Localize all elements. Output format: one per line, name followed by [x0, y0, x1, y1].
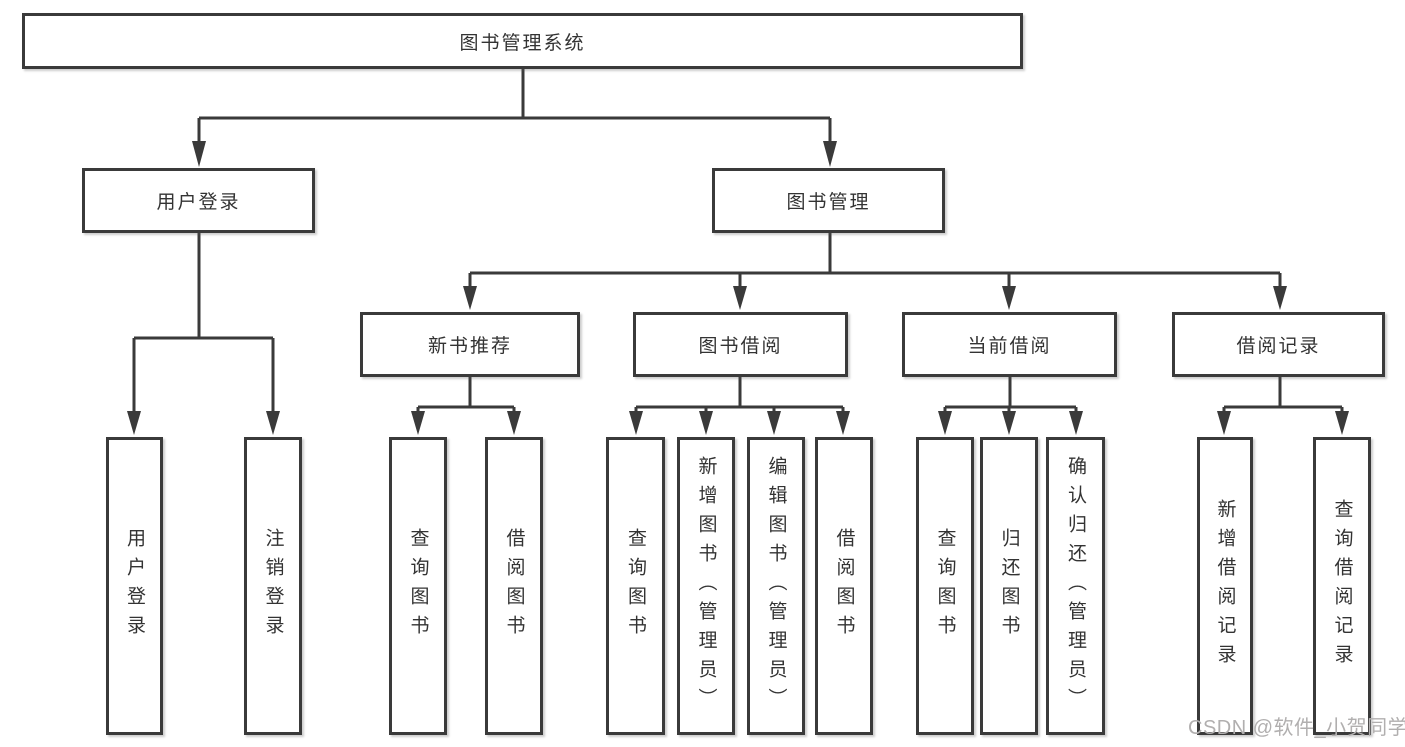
arrowhead: [1069, 411, 1083, 435]
node-cb-query-books: 查询图书: [916, 437, 974, 735]
node-bb-add-books-admin: 新增图书（管理员）: [677, 437, 735, 735]
arrowhead: [1273, 286, 1287, 310]
node-new-book-recommend: 新书推荐: [360, 312, 580, 377]
arrowhead: [463, 286, 477, 310]
node-label: 查询图书: [625, 528, 646, 644]
node-label: 借阅图书: [833, 528, 855, 644]
node-label: 借阅记录: [1236, 336, 1321, 357]
arrowhead: [1002, 286, 1016, 310]
arrowhead: [836, 411, 850, 435]
node-user-login: 用户登录: [106, 437, 163, 735]
node-label: 查询图书: [407, 528, 429, 644]
csdn-watermark: CSDN @软件_小贺同学: [1188, 717, 1405, 739]
node-label: 图书管理系统: [459, 32, 586, 54]
arrowhead: [629, 411, 643, 435]
node-label: 查询图书: [934, 528, 956, 644]
arrowhead: [1217, 411, 1231, 435]
node-label: 归还图书: [998, 528, 1020, 644]
arrowhead: [127, 411, 141, 435]
node-label: 新书推荐: [427, 336, 512, 357]
node-nbr-borrow-books: 借阅图书: [485, 437, 543, 735]
arrowhead: [938, 411, 952, 435]
node-label: 确认归还（管理员）: [1065, 455, 1086, 717]
node-bb-edit-books-admin: 编辑图书（管理员）: [747, 437, 805, 735]
node-book-borrowing: 图书借阅: [633, 312, 848, 377]
node-label: 图书管理: [786, 192, 871, 213]
node-label: 新增图书（管理员）: [695, 455, 717, 717]
node-book-management-group: 图书管理: [712, 168, 945, 233]
node-user-login-group: 用户登录: [82, 168, 315, 233]
arrowhead: [192, 141, 206, 167]
arrowhead: [266, 411, 280, 435]
arrowhead: [733, 286, 747, 310]
arrowhead: [767, 411, 781, 435]
arrowhead: [507, 411, 521, 435]
node-bb-query-books: 查询图书: [606, 437, 665, 735]
node-logout: 注销登录: [244, 437, 302, 735]
node-nbr-query-books: 查询图书: [389, 437, 447, 735]
node-label: 查询借阅记录: [1331, 499, 1353, 673]
arrowhead: [411, 411, 425, 435]
node-bb-borrow-books: 借阅图书: [815, 437, 873, 735]
node-label: 编辑图书（管理员）: [765, 455, 787, 717]
node-label: 当前借阅: [967, 336, 1052, 357]
node-current-borrowing: 当前借阅: [902, 312, 1117, 377]
node-label: 新增借阅记录: [1214, 499, 1236, 673]
arrowhead: [699, 411, 713, 435]
node-br-query-record: 查询借阅记录: [1313, 437, 1371, 735]
node-label: 用户登录: [156, 192, 241, 213]
arrowhead: [823, 141, 837, 167]
node-label: 图书借阅: [698, 336, 783, 357]
node-br-add-record: 新增借阅记录: [1197, 437, 1253, 735]
node-label: 借阅图书: [503, 528, 525, 644]
node-label: 注销登录: [262, 528, 284, 644]
node-cb-confirm-return-admin: 确认归还（管理员）: [1046, 437, 1105, 735]
node-label: 用户登录: [124, 528, 145, 644]
node-borrowing-records: 借阅记录: [1172, 312, 1385, 377]
arrowhead: [1002, 411, 1016, 435]
arrowhead: [1335, 411, 1349, 435]
node-cb-return-books: 归还图书: [980, 437, 1038, 735]
node-root-system: 图书管理系统: [22, 13, 1023, 69]
